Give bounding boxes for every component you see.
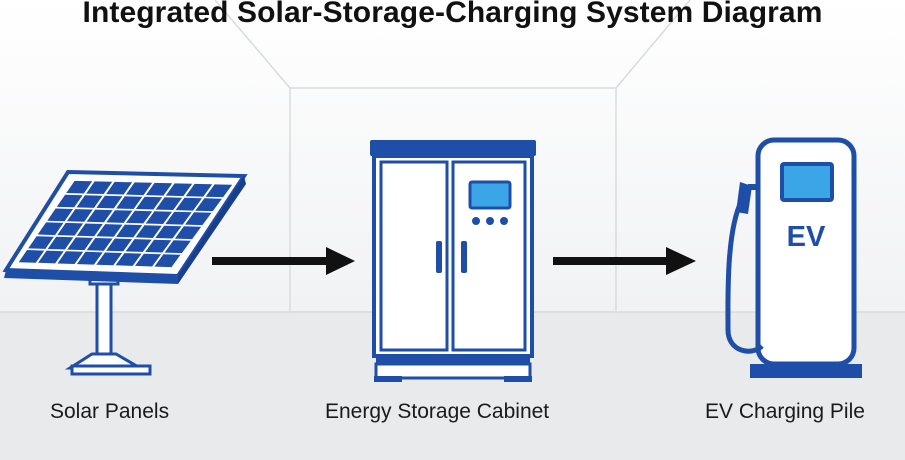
solar-cell	[155, 197, 183, 210]
solar-cell	[205, 184, 233, 198]
solar-cell	[106, 238, 133, 252]
solar-cell	[185, 183, 213, 197]
arrow-storage-to-ev	[553, 247, 696, 275]
solar-cell	[76, 223, 103, 237]
solar-cell	[135, 253, 162, 267]
solar-cell	[66, 180, 93, 194]
solar-cells	[18, 180, 233, 268]
node-label-energy-storage-cabinet: Energy Storage Cabinet	[325, 400, 550, 423]
solar-cell	[145, 239, 172, 253]
node-label-solar-panels: Solar Panels	[50, 400, 170, 423]
solar-cell	[76, 195, 103, 208]
solar-cell	[145, 211, 172, 224]
solar-cell	[174, 226, 202, 240]
arrow-solar-to-storage	[212, 247, 355, 275]
solar-cell	[106, 181, 133, 195]
solar-cell	[135, 196, 163, 210]
solar-cell	[96, 224, 123, 237]
solar-cell	[165, 183, 193, 197]
solar-cell	[47, 236, 74, 250]
node-label-ev-charging-pile: EV Charging Pile	[705, 400, 865, 423]
solar-cell	[175, 197, 202, 211]
solar-cell	[47, 208, 73, 222]
solar-cell	[164, 240, 191, 254]
solar-cell	[66, 209, 93, 222]
solar-cell	[154, 254, 181, 268]
solar-cell	[115, 253, 142, 266]
solar-cell	[57, 222, 84, 236]
solar-cell	[116, 196, 143, 209]
solar-cell	[96, 252, 123, 266]
solar-cell	[126, 210, 153, 224]
solar-cell	[155, 225, 182, 239]
solar-cell	[116, 224, 143, 238]
solar-cell	[135, 225, 162, 238]
solar-cell	[106, 210, 133, 223]
solar-cell	[28, 236, 54, 249]
solar-cell	[67, 237, 93, 251]
solar-cell	[86, 209, 113, 223]
solar-cell	[125, 239, 152, 252]
solar-cell	[56, 194, 83, 208]
solar-cell	[57, 251, 84, 264]
solar-cell	[86, 238, 113, 251]
solar-cell	[96, 195, 123, 209]
solar-cell	[38, 250, 64, 264]
solar-cell	[185, 212, 212, 226]
diagram-title: Integrated Solar-Storage-Charging System…	[82, 0, 823, 29]
solar-cell	[165, 211, 192, 225]
solar-cell	[145, 182, 173, 196]
solar-cell	[76, 251, 103, 265]
solar-cell	[37, 222, 64, 236]
solar-cell	[126, 182, 153, 196]
ev-badge: EV	[787, 221, 826, 253]
solar-cell	[18, 250, 45, 263]
solar-cell	[86, 181, 113, 194]
solar-cell	[195, 198, 222, 212]
